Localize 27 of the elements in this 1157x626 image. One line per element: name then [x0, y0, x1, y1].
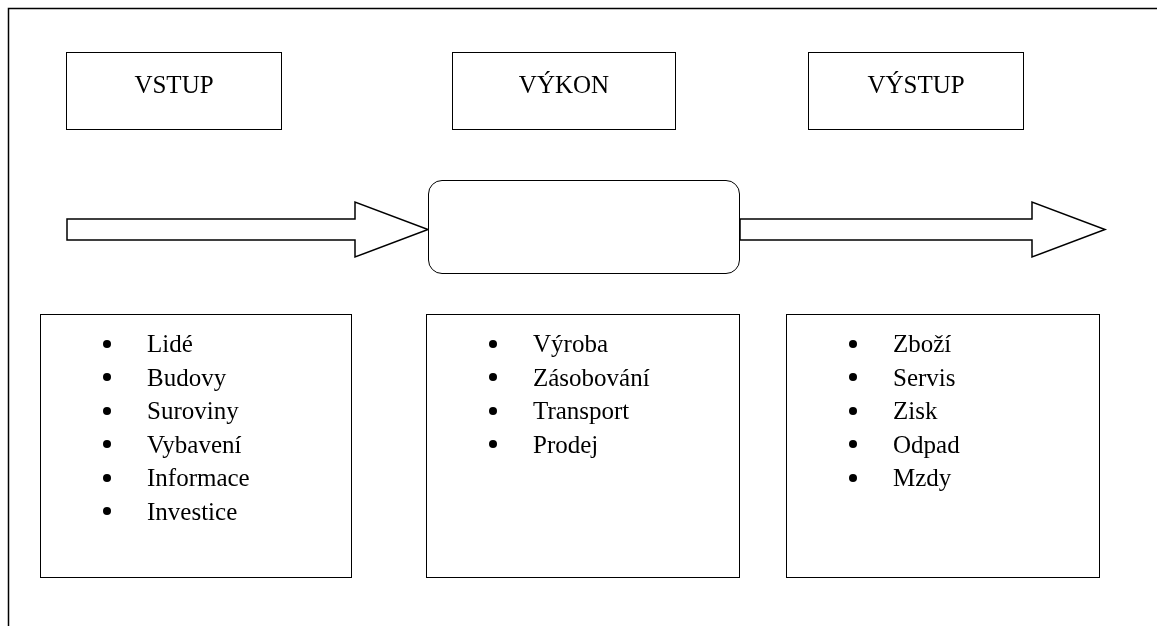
list-item: Zásobování [533, 362, 650, 393]
list-item: Mzdy [893, 463, 952, 493]
block-arrow [66, 200, 431, 259]
list-item: Zboží [893, 329, 952, 359]
box-title: VÝKON [518, 71, 610, 98]
list-item: Prodej [533, 429, 599, 460]
list-item: Zisk [893, 396, 938, 426]
list-item: Výroba [533, 329, 608, 359]
list-item: Suroviny [147, 396, 239, 426]
list-item: Budovy [147, 362, 227, 393]
box-title: VÝSTUP [867, 71, 965, 98]
list-item: Transport [533, 396, 630, 426]
process-box [428, 180, 740, 274]
label-box [808, 52, 1024, 130]
list-item: Vybavení [147, 429, 242, 460]
block-arrow [739, 200, 1108, 259]
list-item: Lidé [147, 329, 193, 359]
list-box [786, 314, 1100, 578]
box-title: VSTUP [134, 71, 214, 98]
label-box [452, 52, 676, 130]
list-item: Investice [147, 496, 238, 527]
list-item: Servis [893, 362, 956, 393]
list-box [40, 314, 352, 578]
list-box [426, 314, 740, 578]
list-item: Informace [147, 463, 250, 493]
label-box [66, 52, 282, 130]
list-item: Odpad [893, 429, 960, 460]
